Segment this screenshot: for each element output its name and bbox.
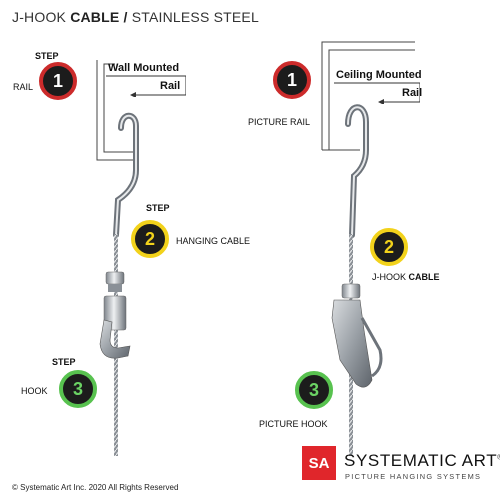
step-caption-hook: HOOK bbox=[21, 386, 48, 396]
step-badge-3: 3 bbox=[59, 370, 97, 408]
left-rail-callout bbox=[106, 75, 186, 97]
right-caption-picture-hook: PICTURE HOOK bbox=[259, 419, 328, 429]
step-label-3: STEP bbox=[52, 357, 76, 367]
left-j-hook bbox=[113, 112, 139, 238]
step-badge-2: 2 bbox=[131, 220, 169, 258]
right-step-badge-3: 3 bbox=[295, 371, 333, 409]
right-step-badge-1: 1 bbox=[273, 61, 311, 99]
right-j-hook bbox=[345, 104, 369, 238]
right-caption-picture-rail: PICTURE RAIL bbox=[248, 117, 311, 127]
left-rail-title: Wall Mounted bbox=[108, 62, 180, 74]
brand-logo-mark: SA bbox=[302, 446, 336, 480]
right-gripper-hook bbox=[331, 283, 383, 388]
step-label-1: STEP bbox=[35, 51, 59, 61]
brand-name: SYSTEMATIC ART® bbox=[344, 451, 500, 470]
right-rail-title: Ceiling Mounted bbox=[336, 69, 422, 81]
left-picture-hook bbox=[99, 319, 131, 359]
right-rail-sub: Rail bbox=[402, 87, 423, 99]
brand-tagline: PICTURE HANGING SYSTEMS bbox=[345, 472, 482, 481]
right-step-badge-2: 2 bbox=[370, 228, 408, 266]
step-caption-hanging-cable: HANGING CABLE bbox=[176, 236, 251, 246]
left-rail-sub: Rail bbox=[160, 80, 181, 92]
ceiling-rail-profile bbox=[321, 41, 415, 151]
step-caption-rail: RAIL bbox=[13, 82, 34, 92]
page-title: J-HOOK CABLE / STAINLESS STEEL bbox=[12, 9, 259, 25]
step-label-2: STEP bbox=[146, 203, 170, 213]
right-caption-jhook-cable: J-HOOK CABLE bbox=[372, 272, 440, 282]
step-badge-1: 1 bbox=[39, 62, 77, 100]
right-rail-callout bbox=[334, 82, 420, 104]
left-cable bbox=[114, 234, 118, 456]
copyright-text: © Systematic Art Inc. 2020 All Rights Re… bbox=[12, 483, 179, 492]
